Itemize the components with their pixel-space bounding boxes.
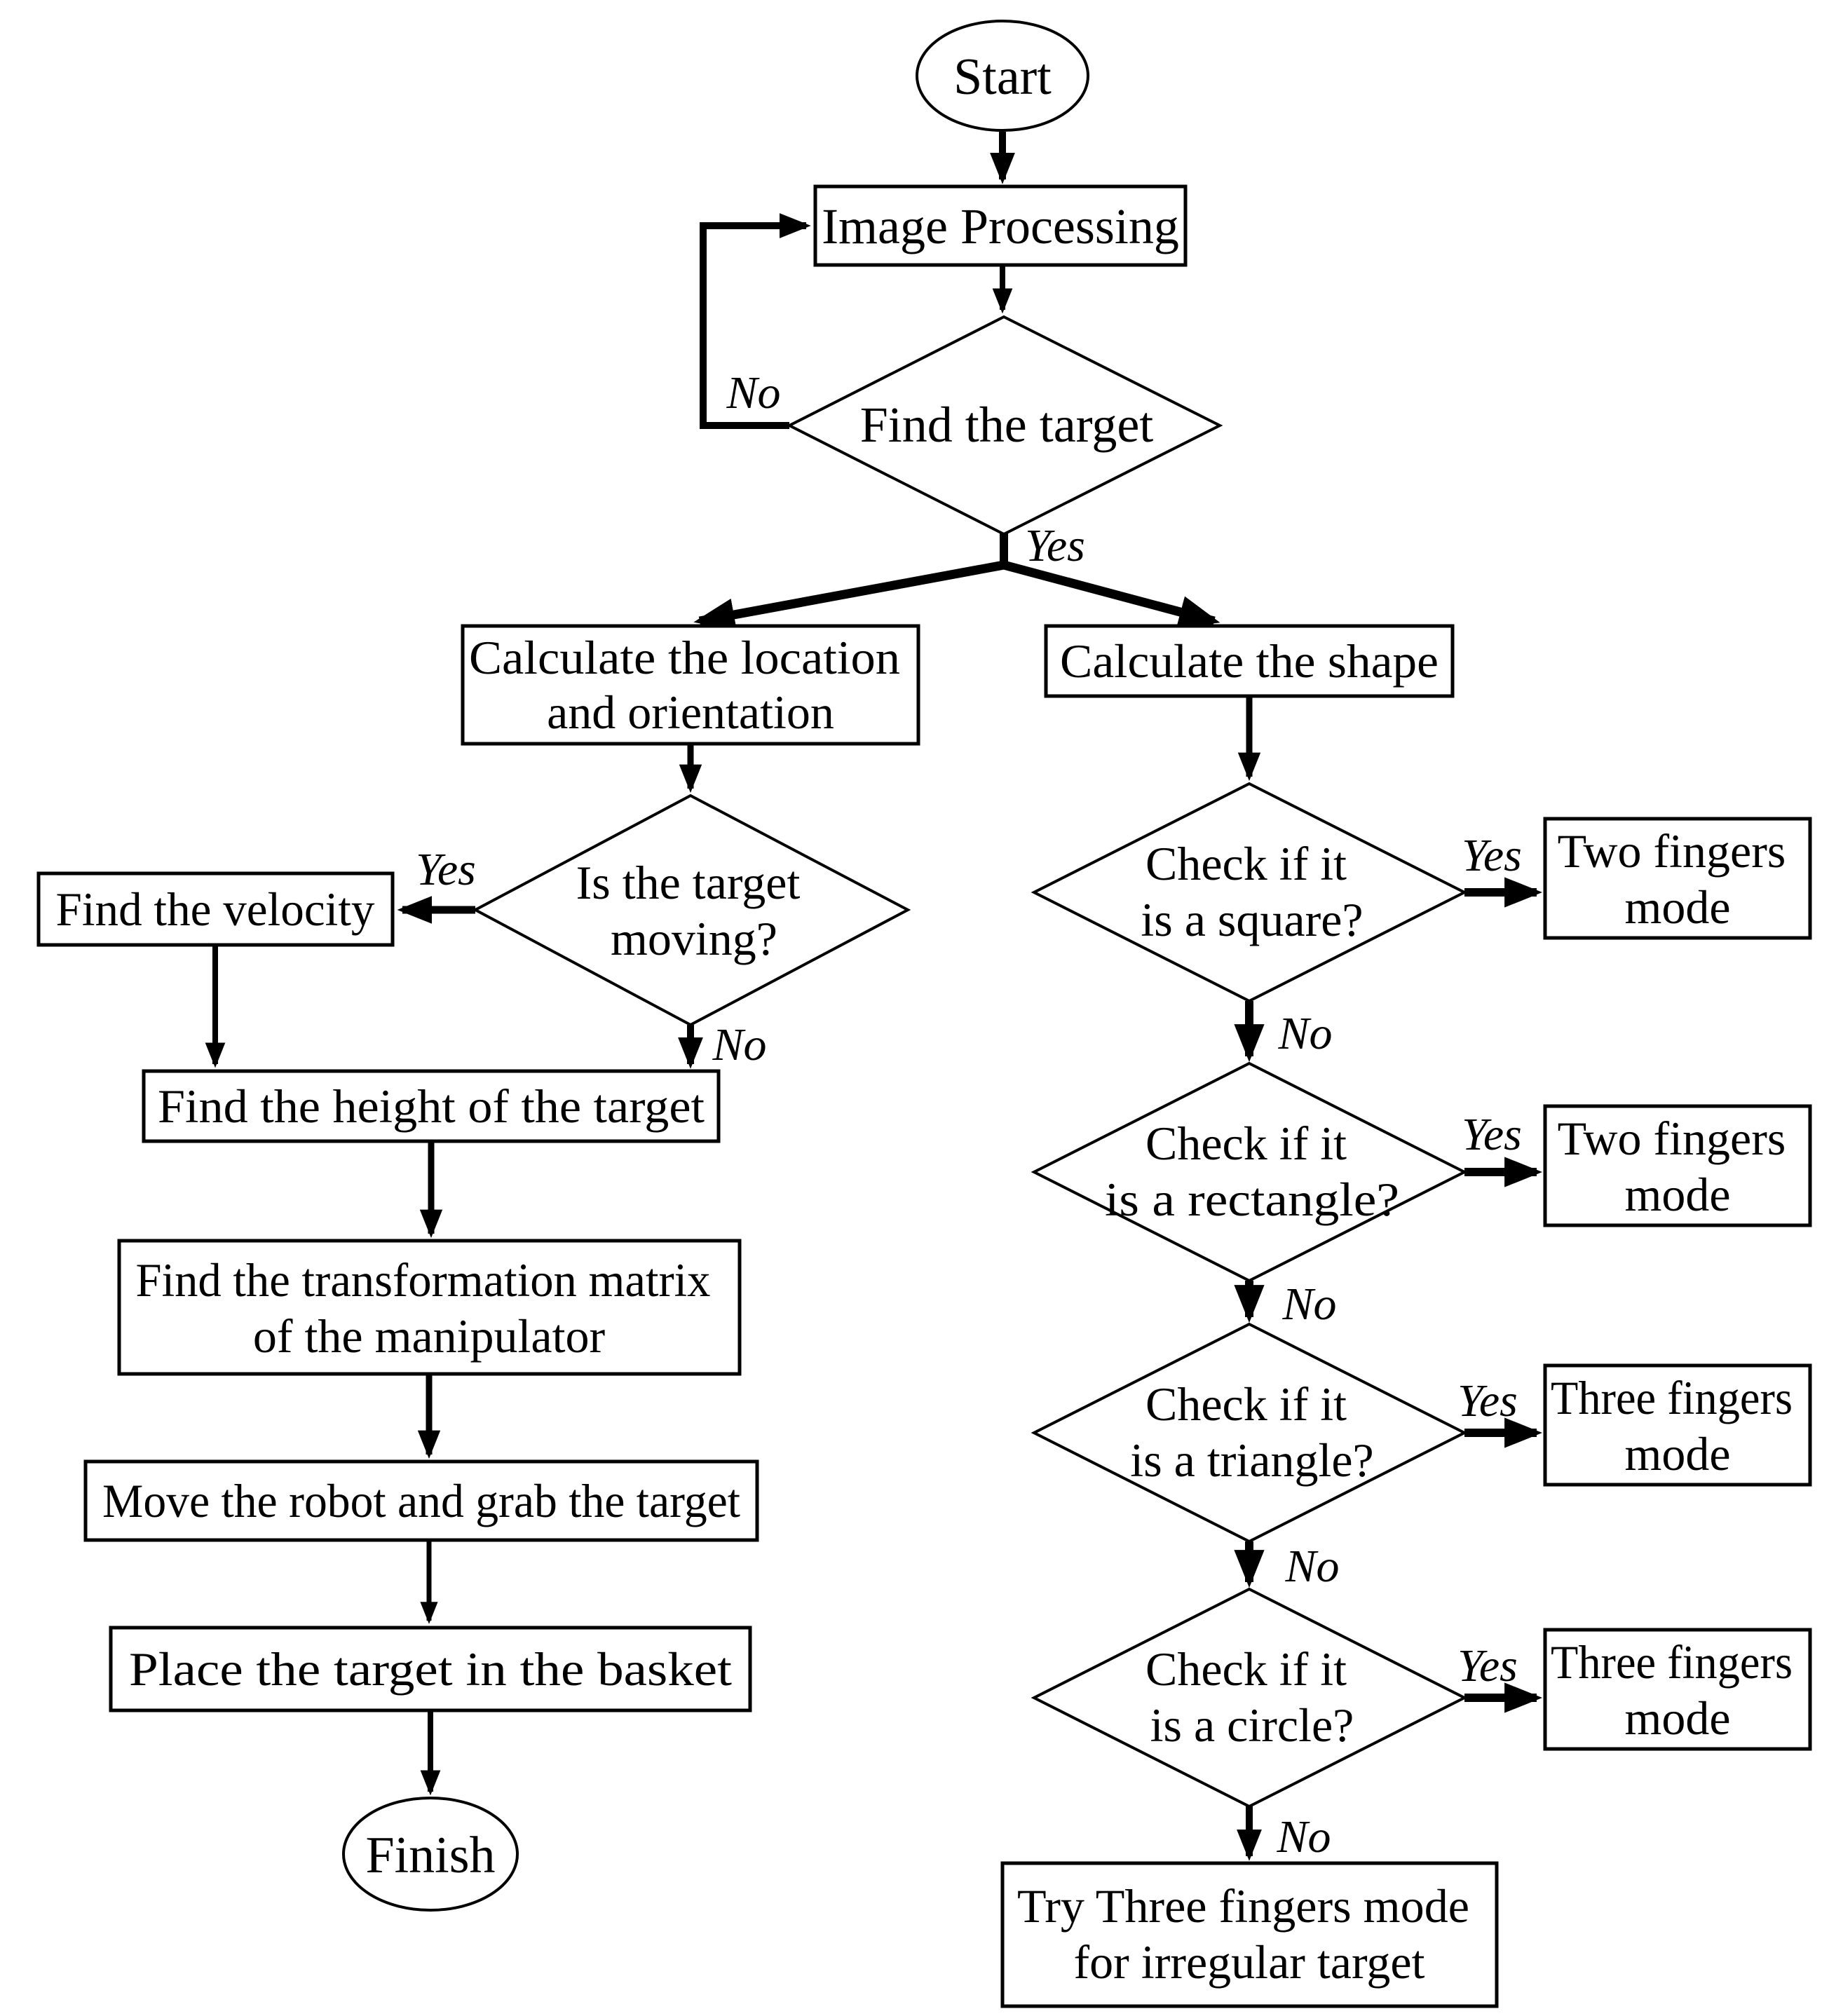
label-rectangle-yes: Yes — [1462, 1109, 1522, 1160]
calc-location-label: Calculate the location and orientation — [469, 631, 912, 739]
label-is-moving-no: No — [712, 1019, 766, 1070]
edge-yes-split-to-calc-shape — [1002, 560, 1220, 628]
transform-matrix-node: Find the transformation matrix of the ma… — [117, 1239, 742, 1376]
check-square-decision: Check if it is a square? — [1031, 782, 1468, 1003]
calc-shape-node: Calculate the shape — [1044, 624, 1455, 698]
move-robot-shape — [83, 1459, 759, 1542]
edge-find-target-no-loop — [700, 213, 811, 429]
check-circle-label: Check if it is a circle? — [1145, 1642, 1359, 1752]
move-robot-node: Move the robot and grab the target — [83, 1459, 759, 1542]
check-square-label: Check if it is a square? — [1141, 837, 1363, 946]
check-circle-shape — [1031, 1587, 1468, 1809]
check-triangle-label: Check if it is a triangle? — [1130, 1377, 1373, 1487]
two-fingers-rectangle-label: Two fingers mode — [1558, 1112, 1798, 1221]
label-find-target-yes: Yes — [1025, 520, 1085, 571]
three-fingers-triangle-node: Three fingers mode — [1543, 1363, 1812, 1487]
check-square-shape — [1031, 782, 1468, 1003]
label-circle-no: No — [1276, 1811, 1331, 1862]
three-fingers-triangle-label: Three fingers mode — [1551, 1371, 1804, 1480]
image-processing-shape — [813, 184, 1188, 267]
start-node: Start — [916, 20, 1089, 132]
move-robot-label: Move the robot and grab the target — [102, 1474, 740, 1527]
start-shape — [916, 20, 1089, 132]
three-fingers-triangle-shape — [1543, 1363, 1812, 1487]
check-triangle-shape — [1031, 1322, 1468, 1544]
find-height-node: Find the height of the target — [142, 1069, 721, 1143]
start-label: Start — [953, 48, 1052, 106]
check-rectangle-shape — [1031, 1061, 1468, 1283]
transform-matrix-label: Find the transformation matrix of the ma… — [136, 1253, 723, 1363]
two-fingers-rectangle-node: Two fingers mode — [1543, 1104, 1812, 1227]
label-find-target-no: No — [726, 367, 780, 418]
find-target-shape — [786, 315, 1223, 536]
calc-shape-shape — [1044, 624, 1455, 698]
image-processing-node: Image Processing — [813, 184, 1188, 267]
place-target-label: Place the target in the basket — [129, 1642, 732, 1696]
two-fingers-square-label: Two fingers mode — [1558, 824, 1798, 934]
find-height-shape — [142, 1069, 721, 1143]
three-fingers-circle-shape — [1543, 1628, 1812, 1751]
try-three-fingers-node: Try Three fingers mode for irregular tar… — [1000, 1861, 1499, 2008]
find-velocity-label: Find the velocity — [56, 883, 375, 936]
try-three-fingers-label: Try Three fingers mode for irregular tar… — [1017, 1879, 1481, 1989]
calc-location-shape — [461, 624, 920, 746]
is-moving-shape — [472, 794, 911, 1027]
two-fingers-rectangle-shape — [1543, 1104, 1812, 1227]
image-processing-label: Image Processing — [822, 198, 1179, 254]
finish-label: Finish — [365, 1827, 495, 1884]
check-circle-decision: Check if it is a circle? — [1031, 1587, 1468, 1809]
edge-yes-split-to-calc-location — [693, 560, 1005, 631]
label-is-moving-yes: Yes — [416, 844, 476, 895]
is-moving-decision: Is the target moving? — [472, 794, 911, 1027]
place-target-shape — [109, 1626, 752, 1712]
label-triangle-no: No — [1284, 1541, 1339, 1592]
finish-shape — [342, 1797, 519, 1912]
two-fingers-square-shape — [1543, 817, 1812, 940]
find-target-decision: Find the target — [786, 315, 1223, 536]
find-velocity-shape — [36, 871, 395, 947]
place-target-node: Place the target in the basket — [109, 1626, 752, 1712]
find-target-label: Find the target — [860, 397, 1154, 453]
label-circle-yes: Yes — [1457, 1640, 1518, 1691]
label-triangle-yes: Yes — [1457, 1375, 1518, 1426]
calc-location-node: Calculate the location and orientation — [461, 624, 920, 746]
find-velocity-node: Find the velocity — [36, 871, 395, 947]
finish-node: Finish — [342, 1797, 519, 1912]
transform-matrix-shape — [117, 1239, 742, 1376]
label-square-no: No — [1277, 1008, 1332, 1059]
check-rectangle-label: Check if it is a rectangle? — [1105, 1117, 1399, 1226]
three-fingers-circle-label: Three fingers mode — [1551, 1635, 1804, 1745]
label-square-yes: Yes — [1462, 830, 1522, 881]
two-fingers-square-node: Two fingers mode — [1543, 817, 1812, 940]
three-fingers-circle-node: Three fingers mode — [1543, 1628, 1812, 1751]
find-height-label: Find the height of the target — [158, 1079, 705, 1133]
check-triangle-decision: Check if it is a triangle? — [1031, 1322, 1468, 1544]
try-three-fingers-shape — [1000, 1861, 1499, 2008]
is-moving-label: Is the target moving? — [576, 856, 812, 965]
check-rectangle-decision: Check if it is a rectangle? — [1031, 1061, 1468, 1283]
label-rectangle-no: No — [1281, 1279, 1336, 1330]
calc-shape-label: Calculate the shape — [1060, 634, 1439, 688]
